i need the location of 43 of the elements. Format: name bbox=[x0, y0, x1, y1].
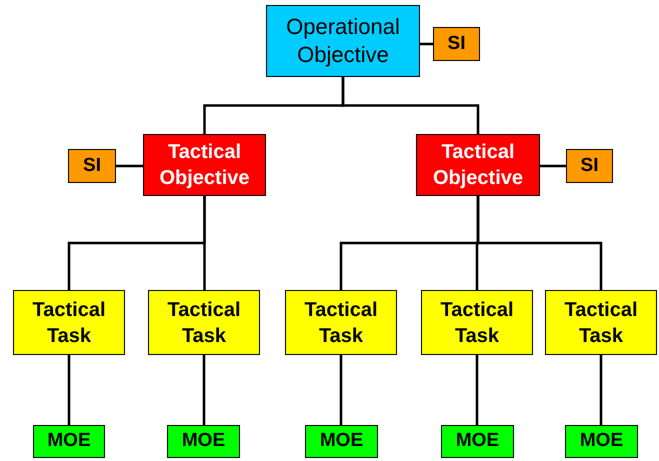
moe-box bbox=[33, 425, 105, 458]
connector-line bbox=[540, 164, 566, 168]
connector-line bbox=[342, 77, 480, 134]
connector-line bbox=[68, 355, 70, 425]
moe-box bbox=[441, 425, 514, 458]
connector-line bbox=[340, 355, 342, 425]
node-label: SI bbox=[448, 32, 466, 56]
node-label: Tactical Task bbox=[564, 298, 638, 348]
node-label: MOE bbox=[182, 429, 226, 454]
node-label: Tactical Task bbox=[304, 298, 378, 348]
si-box bbox=[68, 149, 116, 183]
task-box bbox=[13, 290, 125, 355]
moe-box bbox=[565, 425, 638, 458]
node-label: Operational Objective bbox=[285, 13, 401, 69]
node-label: Tactical Objective bbox=[158, 140, 251, 191]
connector-line bbox=[202, 355, 206, 425]
node-label: SI bbox=[580, 154, 598, 178]
si-box bbox=[566, 149, 613, 183]
moe-box bbox=[167, 425, 240, 458]
connector-line bbox=[600, 355, 602, 425]
node-label: MOE bbox=[456, 429, 500, 454]
node-label: Tactical Objective bbox=[432, 140, 524, 191]
objective-box bbox=[266, 5, 420, 77]
objective-box bbox=[416, 134, 540, 196]
task-box bbox=[285, 290, 397, 355]
task-box bbox=[545, 290, 657, 355]
connector-line bbox=[476, 355, 478, 425]
node-label: MOE bbox=[580, 429, 624, 454]
node-label: MOE bbox=[47, 429, 91, 454]
objective-box bbox=[143, 134, 266, 196]
node-label: SI bbox=[83, 154, 101, 178]
connector-line bbox=[203, 196, 206, 290]
task-box bbox=[148, 290, 260, 355]
connector-line bbox=[420, 42, 433, 46]
moe-box bbox=[305, 425, 378, 458]
node-label: Tactical Task bbox=[440, 298, 514, 348]
task-box bbox=[421, 290, 533, 355]
node-label: Tactical Task bbox=[166, 298, 242, 348]
node-label: Tactical Task bbox=[32, 298, 106, 348]
node-label: MOE bbox=[320, 429, 364, 454]
connector-line bbox=[476, 196, 602, 290]
connector-line bbox=[116, 164, 143, 168]
si-box bbox=[433, 27, 480, 61]
